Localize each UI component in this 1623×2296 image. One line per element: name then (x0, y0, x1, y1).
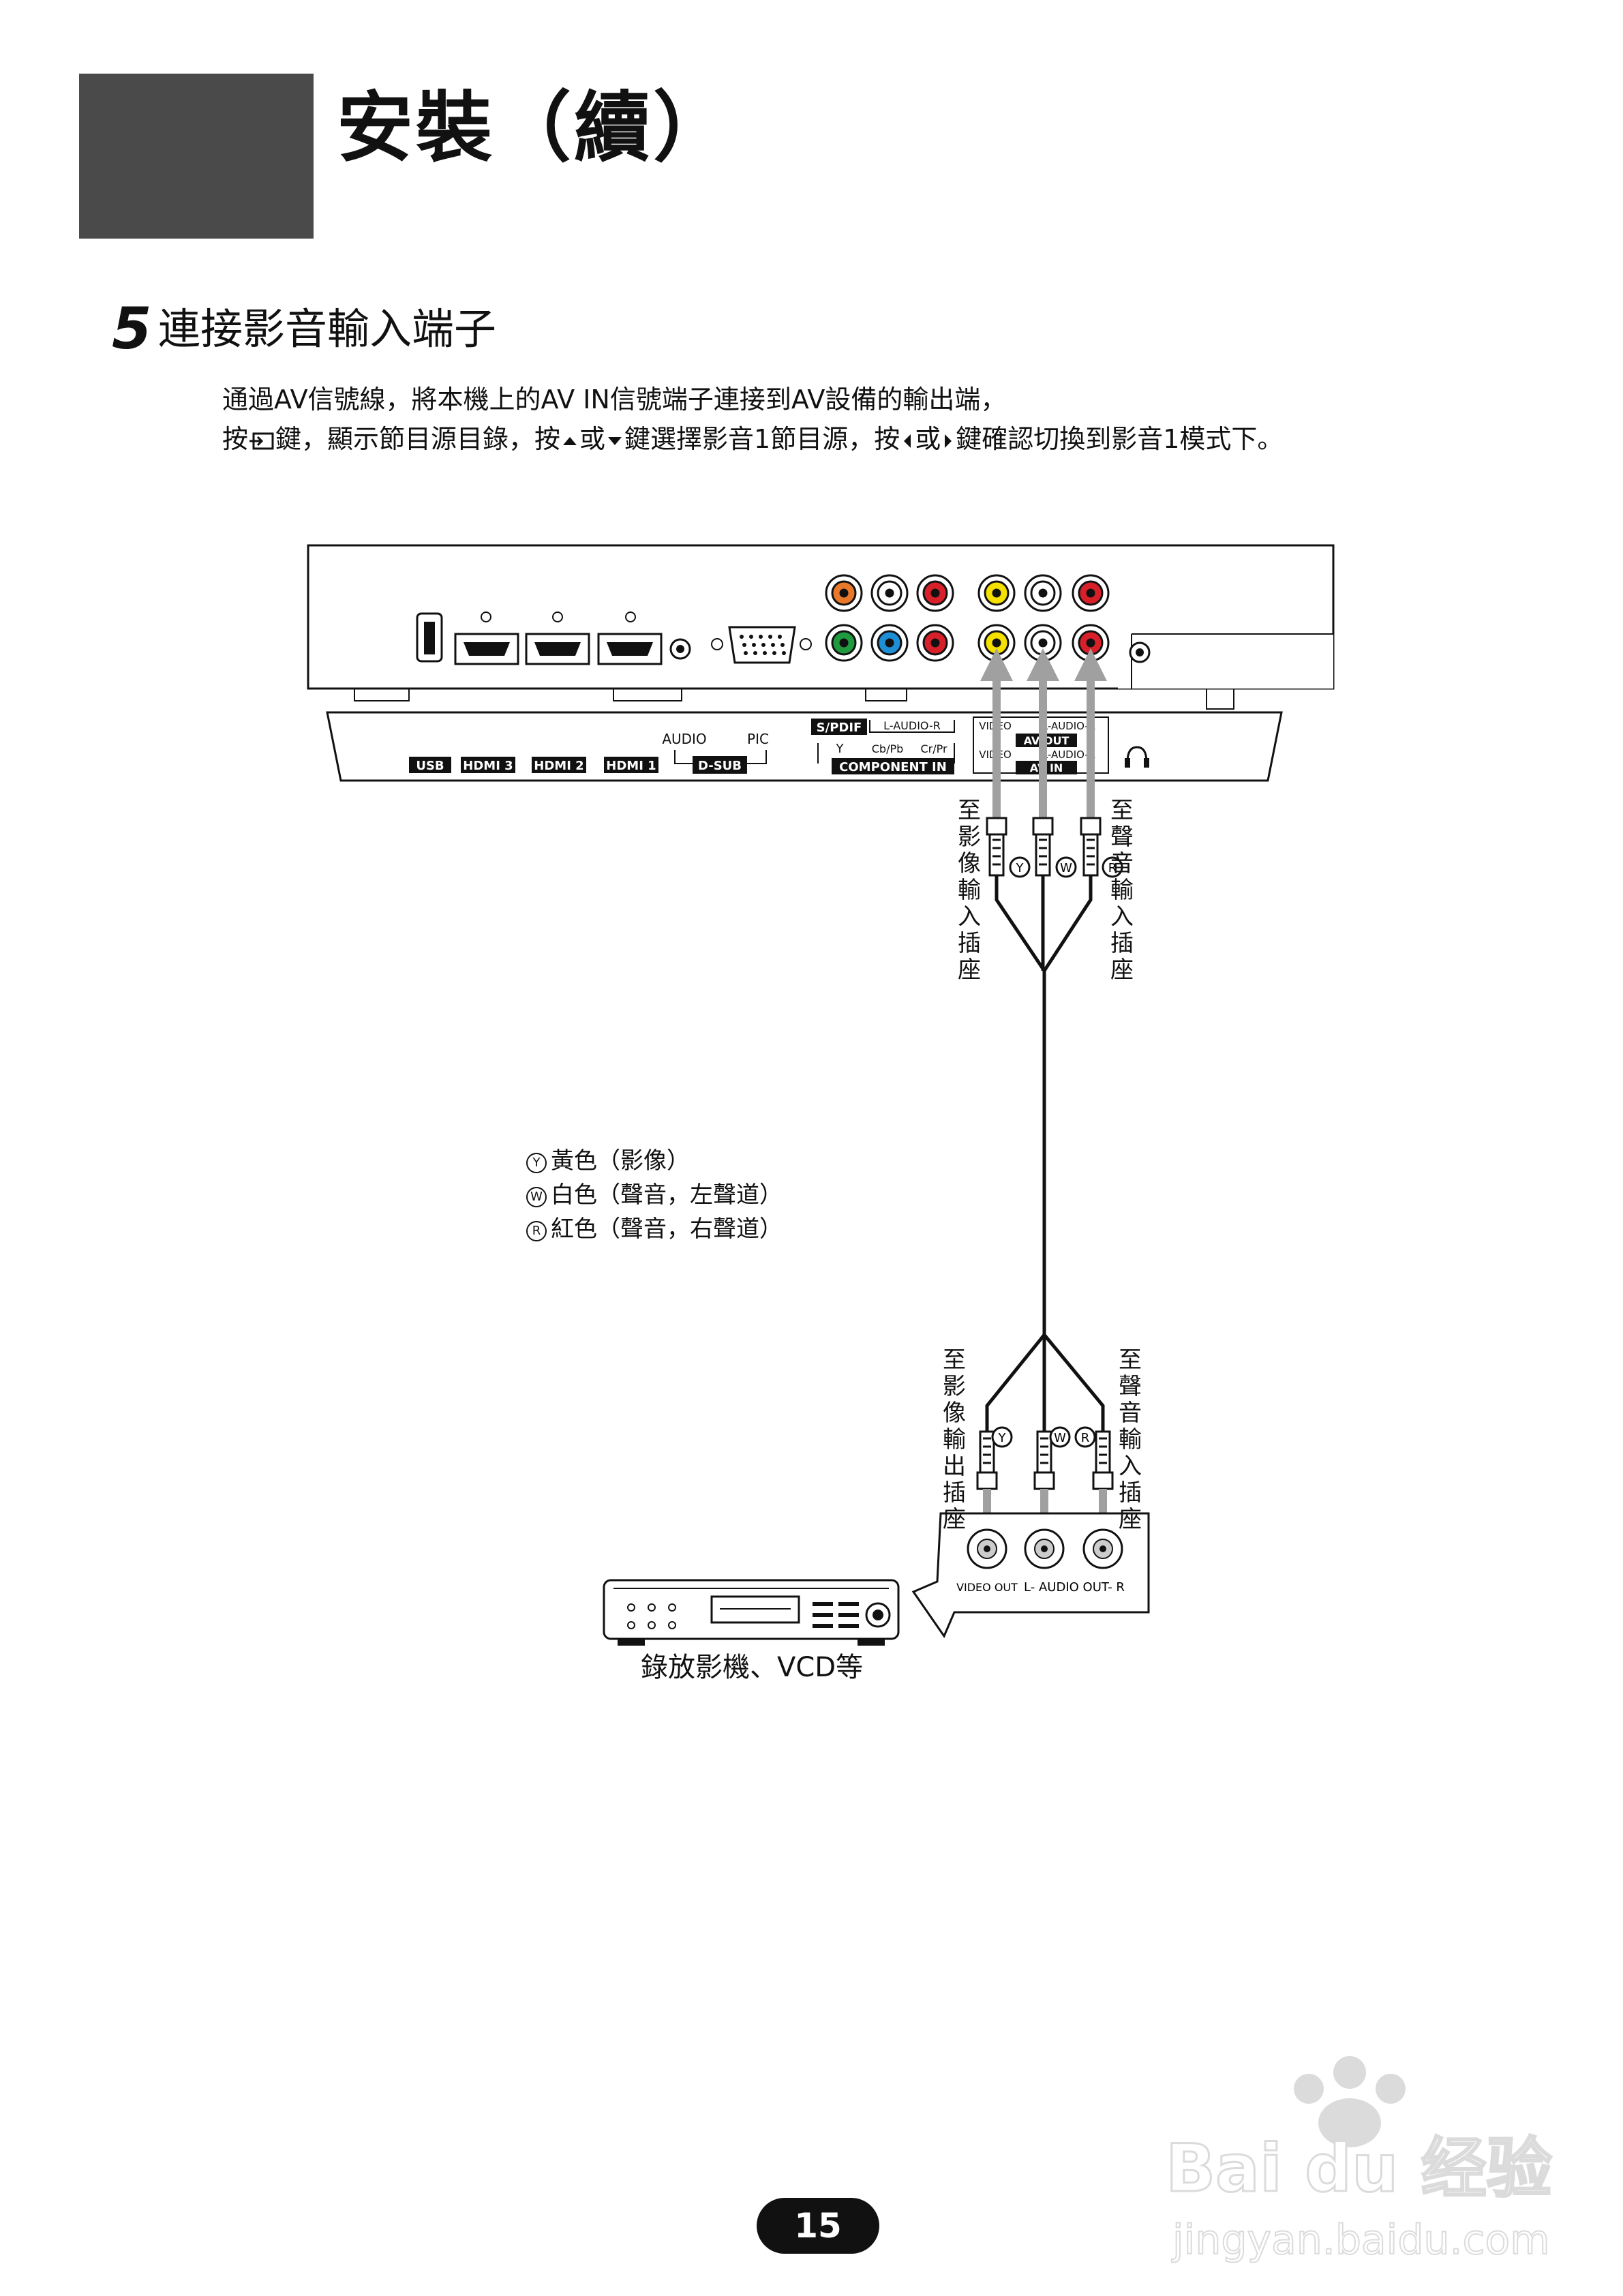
watermark-brand: Bai du 经验 (1166, 2130, 1552, 2207)
instruction-text: 按 (222, 424, 249, 454)
headphone-icon (1125, 746, 1149, 768)
page-number: 15 (757, 2198, 879, 2254)
hdmi-3-port (454, 611, 519, 665)
component-cr-label: Cr/Pr (920, 742, 947, 755)
legend-text: 紅色（聲音，右聲道） (551, 1215, 783, 1243)
page-title: 安裝（續） (337, 84, 732, 172)
section-title: 連接影音輸入端子 (158, 304, 497, 354)
av-cable (985, 875, 1105, 1432)
vcr-device-icon (603, 1579, 900, 1646)
audio-out-label: L- AUDIO OUT- R (1024, 1580, 1125, 1595)
baidu-watermark: Bai du 经验 jingyan.baidu.com (1165, 2056, 1553, 2265)
watermark-url: jingyan.baidu.com (1171, 2216, 1550, 2264)
header-block (79, 74, 314, 239)
av-out-audio-label: L-AUDIO-R (1042, 720, 1095, 732)
label-to-video-out: 至影像輸出插座 (943, 1346, 966, 1533)
audio-jack (669, 638, 691, 660)
hdmi-1-label: HDMI 1 (606, 759, 656, 773)
left-arrow-icon (904, 434, 911, 448)
component-audio-label: L-AUDIO-R (883, 719, 941, 732)
legend-mark-y: Y (526, 1153, 547, 1173)
input-arrows (980, 648, 1107, 818)
video-out-label: VIDEO OUT (956, 1581, 1018, 1594)
label-to-audio-in: 至聲音輸入插座 (1110, 797, 1134, 984)
plug-w-mark: W (1060, 861, 1072, 875)
headphone-jack (1129, 641, 1151, 663)
plug-r-mark: R (1108, 861, 1117, 875)
label-to-audio-in-bottom: 至聲音輸入插座 (1119, 1346, 1142, 1533)
tv-back-panel (307, 544, 1335, 710)
vga-port (711, 626, 812, 664)
section-number: 5 (112, 295, 152, 362)
down-arrow-icon (608, 436, 622, 445)
up-arrow-icon (563, 436, 577, 445)
legend-mark-r: R (526, 1221, 547, 1241)
instruction-text: 鍵選擇影音1節目源，按 (624, 424, 900, 454)
right-arrow-icon (945, 434, 952, 448)
dsub-pic-label: PIC (747, 731, 769, 747)
instruction-text: 鍵，顯示節目源目錄，按 (275, 424, 561, 454)
legend-text: 黃色（影像） (551, 1147, 690, 1175)
port-label-strip: USB HDMI 3 HDMI 2 HDMI 1 AUDIO PIC D-SUB… (326, 711, 1283, 782)
source-key-icon (249, 432, 274, 449)
bottom-plugs (976, 1426, 1114, 1490)
legend-text: 白色（聲音，左聲道） (551, 1181, 783, 1209)
component-y-label: Y (836, 742, 845, 756)
label-to-video-in: 至影像輸入插座 (958, 797, 981, 984)
instruction-text: 鍵確認切換到影音1模式下。 (956, 424, 1284, 454)
rca-jack-grid (825, 574, 1110, 662)
av-in-audio-label: L-AUDIO-R (1042, 749, 1095, 761)
plug-y-mark: Y (1016, 861, 1025, 875)
hdmi-2-port (525, 611, 590, 665)
instruction-line-2: 按鍵，顯示節目源目錄，按或鍵選擇影音1節目源，按或鍵確認切換到影音1模式下。 (222, 421, 1283, 457)
instruction-line-1: 通過AV信號線，將本機上的AV IN信號端子連接到AV設備的輸出端， (222, 384, 1007, 414)
device-back-panel: VIDEO OUT L- AUDIO OUT- R (911, 1512, 1150, 1639)
legend-mark-w: W (526, 1187, 547, 1207)
dsub-audio-label: AUDIO (662, 731, 706, 747)
hdmi-1-port (597, 611, 663, 665)
usb-port (416, 612, 443, 663)
usb-label: USB (416, 759, 444, 773)
instruction-text: 或 (579, 424, 606, 454)
device-caption: 錄放影機、VCD等 (641, 1652, 864, 1683)
component-cb-label: Cb/Pb (872, 742, 904, 755)
component-in-label: COMPONENT IN (839, 760, 947, 774)
spdif-label: S/PDIF (817, 721, 862, 735)
plug-y-mark-bottom: Y (998, 1431, 1007, 1445)
hdmi-2-label: HDMI 2 (534, 759, 583, 773)
dsub-label: D-SUB (698, 759, 742, 773)
plug-w-mark-bottom: W (1054, 1431, 1066, 1445)
top-plugs (986, 817, 1123, 878)
hdmi-3-label: HDMI 3 (463, 759, 513, 773)
plug-r-mark-bottom: R (1081, 1431, 1090, 1445)
instruction-text: 或 (915, 424, 941, 454)
